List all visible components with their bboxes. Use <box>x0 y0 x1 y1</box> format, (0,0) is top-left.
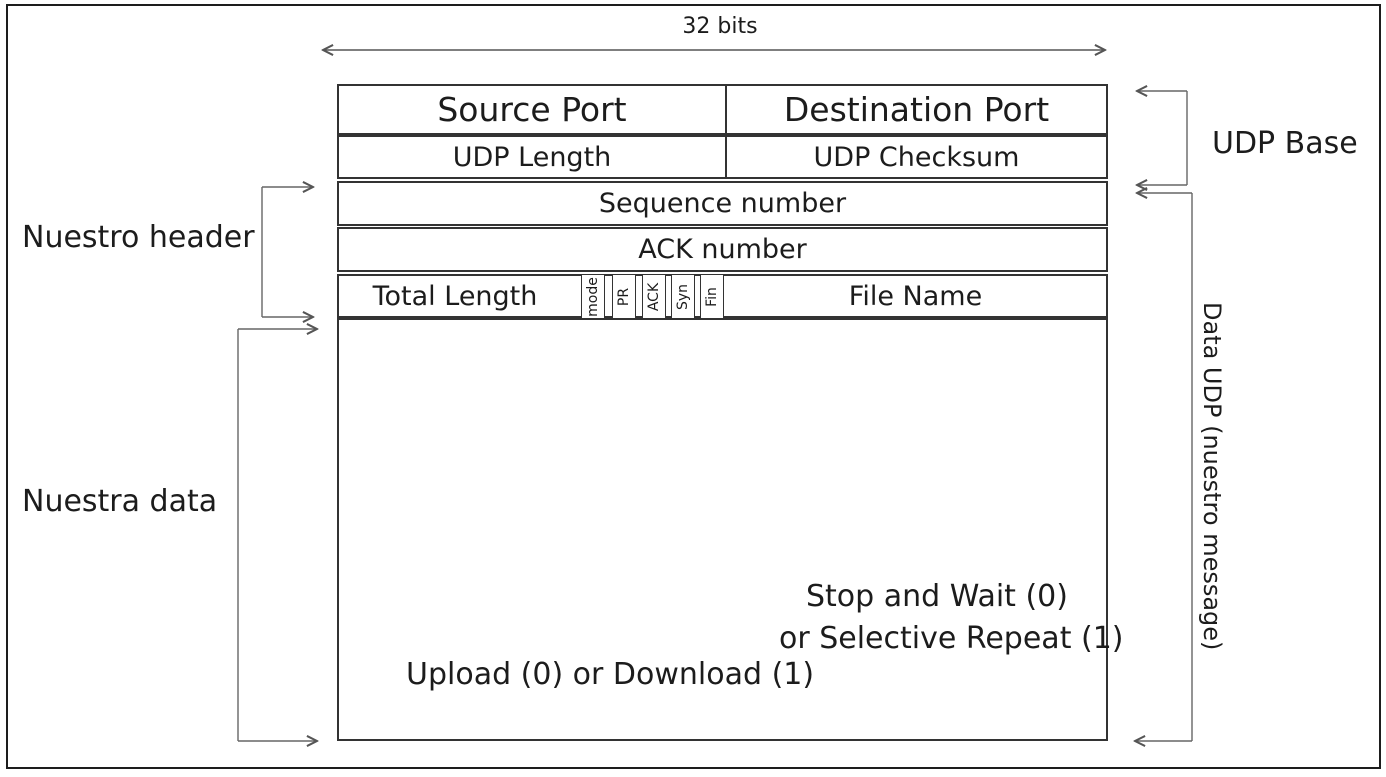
pr-annotation-line1: Stop and Wait (0) <box>806 579 1068 614</box>
udp-length-cell: UDP Length <box>339 137 727 177</box>
data-area-box <box>337 318 1108 741</box>
flag-mode-label: mode <box>585 277 602 317</box>
total-length-label: Total Length <box>372 280 538 312</box>
destination-port-cell: Destination Port <box>727 86 1106 133</box>
flag-pr-cell: PR <box>612 274 636 320</box>
pr-annotation-text: Stop and Wait (0) or Selective Repeat (1… <box>779 576 1124 660</box>
mode-annotation-text: Upload (0) or Download (1) <box>406 657 815 692</box>
data-udp-label: Data UDP (nuestro message) <box>1198 302 1226 651</box>
nuestro-header-label: Nuestro header <box>22 220 255 255</box>
pr-annotation-line2: or Selective Repeat (1) <box>779 621 1124 656</box>
source-port-label: Source Port <box>437 90 627 129</box>
flag-fin-cell: Fin <box>700 274 724 320</box>
flag-syn-cell: Syn <box>671 274 695 320</box>
flag-ack-cell: ACK <box>642 274 666 320</box>
row-ack-number: ACK number <box>337 227 1108 272</box>
udp-base-label: UDP Base <box>1212 126 1358 161</box>
flag-pr-label: PR <box>615 287 632 307</box>
row-udp-length-checksum: UDP Length UDP Checksum <box>337 135 1108 179</box>
ack-number-label: ACK number <box>638 234 807 265</box>
udp-checksum-cell: UDP Checksum <box>727 137 1106 177</box>
udp-length-label: UDP Length <box>452 141 612 173</box>
file-name-label: File Name <box>848 280 983 312</box>
flag-mode-cell: mode <box>581 274 605 320</box>
sequence-number-label: Sequence number <box>598 188 847 219</box>
row-sequence-number: Sequence number <box>337 181 1108 226</box>
destination-port-label: Destination Port <box>783 90 1050 129</box>
source-port-cell: Source Port <box>339 86 727 133</box>
flag-fin-label: Fin <box>703 287 720 307</box>
flag-ack-label: ACK <box>646 282 663 312</box>
bits-width-label: 32 bits <box>682 14 758 39</box>
outer-frame <box>6 4 1381 769</box>
nuestra-data-label: Nuestra data <box>22 484 218 519</box>
row-ports: Source Port Destination Port <box>337 84 1108 135</box>
udp-checksum-label: UDP Checksum <box>813 141 1020 173</box>
flag-syn-label: Syn <box>675 283 692 311</box>
